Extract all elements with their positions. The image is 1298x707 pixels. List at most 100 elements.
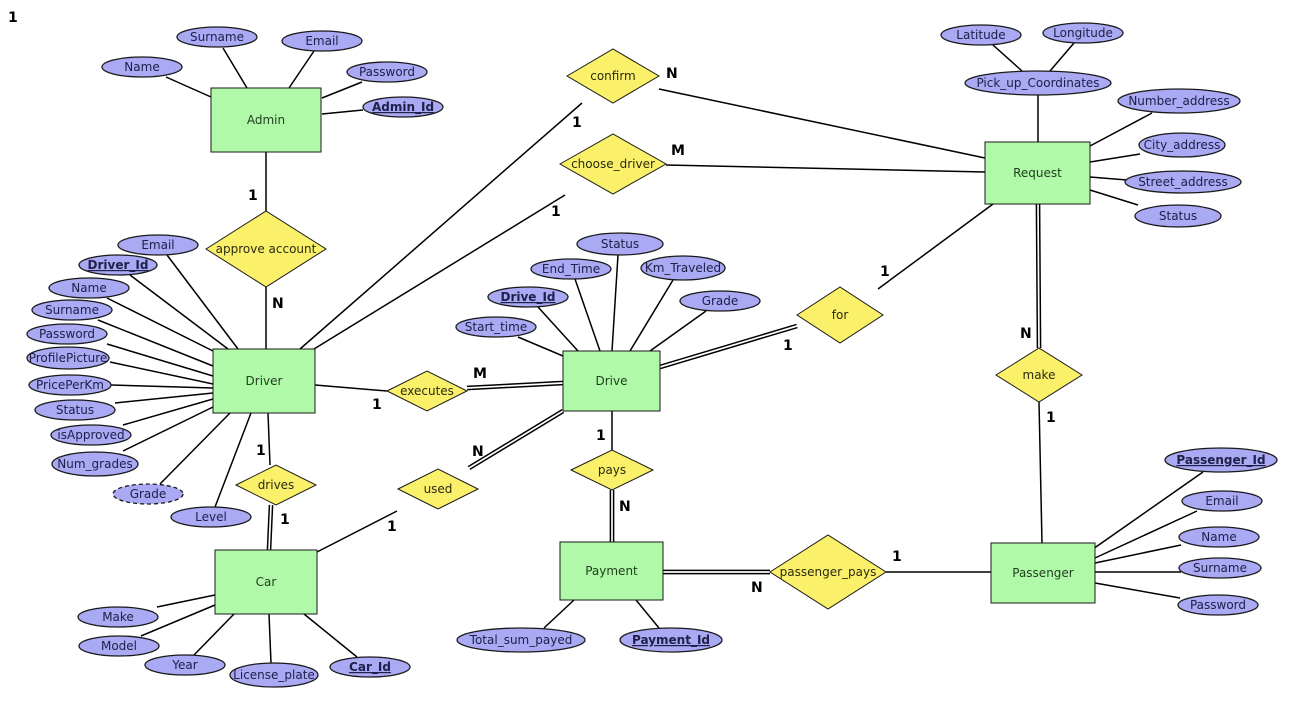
attribute-label: Level	[195, 510, 227, 524]
relationship-executes[interactable]: executes	[385, 370, 469, 412]
relationship-label: approve account	[216, 242, 317, 256]
cardinality-used-drive: N	[472, 444, 484, 460]
attribute-label: Surname	[190, 30, 244, 44]
attribute-r_street[interactable]: Street_address	[1124, 170, 1242, 194]
attribute-ps_password[interactable]: Password	[1177, 594, 1259, 616]
key-attribute-label: Driver_Id	[88, 258, 149, 273]
attribute-a_password[interactable]: Password	[346, 61, 428, 83]
attribute-label: Name	[1201, 530, 1236, 544]
attribute-a_email[interactable]: Email	[281, 30, 363, 52]
relationship-label: make	[1023, 368, 1056, 382]
link-drive-for	[659, 323, 798, 370]
attr-link-dr_grade	[649, 310, 707, 352]
attribute-d_price[interactable]: PricePerKm	[28, 374, 112, 396]
attribute-r_city[interactable]: City_address	[1138, 132, 1226, 158]
entity-drive[interactable]: Drive	[562, 350, 661, 412]
attr-link-r_street	[1089, 176, 1128, 181]
attribute-dr_km[interactable]: Km_Traveled	[640, 255, 726, 281]
attribute-d_level[interactable]: Level	[170, 506, 252, 528]
attribute-d_name[interactable]: Name	[48, 277, 130, 299]
cardinality-car-used: 1	[387, 519, 397, 535]
attribute-ps_name[interactable]: Name	[1178, 526, 1260, 548]
attribute-c_year[interactable]: Year	[144, 654, 226, 676]
attribute-a_id[interactable]: Admin_Id	[362, 96, 444, 118]
entity-label: Driver	[246, 374, 283, 388]
relationship-confirm[interactable]: confirm	[566, 48, 660, 104]
relationship-make[interactable]: make	[995, 347, 1083, 403]
relationship-choose[interactable]: choose_driver	[558, 133, 668, 195]
attribute-r_lon[interactable]: Longitude	[1042, 22, 1124, 44]
attribute-r_coord[interactable]: Pick_up_Coordinates	[964, 70, 1112, 96]
relationship-ppays[interactable]: passenger_pays	[769, 534, 887, 610]
entity-passenger[interactable]: Passenger	[990, 542, 1096, 604]
attribute-label: Surname	[1193, 561, 1247, 575]
attribute-dr_start[interactable]: Start_time	[455, 316, 537, 338]
entity-driver[interactable]: Driver	[212, 348, 316, 414]
attribute-d_surname[interactable]: Surname	[31, 299, 113, 321]
relationship-approve[interactable]: approve account	[205, 210, 327, 288]
attribute-label: Name	[124, 60, 159, 74]
attribute-d_pic[interactable]: ProfilePicture	[26, 346, 110, 370]
attribute-d_approved[interactable]: isApproved	[50, 424, 132, 446]
attribute-d_status[interactable]: Status	[34, 399, 116, 421]
attribute-dr_grade[interactable]: Grade	[679, 290, 761, 312]
relationship-for[interactable]: for	[796, 286, 884, 344]
attr-link-a_id	[321, 109, 364, 115]
attribute-a_surname[interactable]: Surname	[176, 26, 258, 48]
attribute-d_grade[interactable]: Grade	[112, 483, 184, 505]
link-driver-confirm	[299, 102, 583, 350]
entity-label: Car	[256, 575, 277, 589]
attribute-c_model[interactable]: Model	[78, 635, 160, 657]
attribute-dr_id[interactable]: Drive_Id	[487, 286, 569, 308]
attribute-label: Total_sum_payed	[469, 633, 573, 647]
attribute-d_email[interactable]: Email	[117, 234, 199, 256]
attribute-ps_surname[interactable]: Surname	[1178, 557, 1262, 579]
attr-link-ps_id	[1092, 471, 1204, 550]
relationship-drives[interactable]: drives	[234, 464, 318, 506]
attribute-dr_status[interactable]: Status	[576, 232, 664, 256]
attribute-ps_id[interactable]: Passenger_Id	[1164, 447, 1278, 473]
attr-link-c_model	[140, 604, 216, 637]
attribute-r_lat[interactable]: Latitude	[940, 24, 1022, 46]
attribute-dr_end[interactable]: End_Time	[530, 258, 612, 280]
attribute-label: Email	[141, 238, 174, 252]
attr-link-dr_start	[517, 336, 564, 357]
attribute-d_password[interactable]: Password	[26, 323, 108, 345]
attr-link-a_email	[288, 50, 315, 89]
attr-link-d_level	[214, 412, 252, 508]
attribute-c_plate[interactable]: License_plate	[229, 662, 319, 688]
attribute-c_id[interactable]: Car_Id	[329, 656, 411, 678]
attribute-label: Status	[601, 237, 639, 251]
attribute-p_id[interactable]: Payment_Id	[619, 627, 723, 653]
entity-request[interactable]: Request	[984, 141, 1091, 205]
attribute-label: Longitude	[1053, 26, 1113, 40]
attribute-label: Surname	[45, 303, 99, 317]
attribute-d_id[interactable]: Driver_Id	[78, 254, 158, 276]
cardinality-driver-drives: 1	[256, 443, 266, 459]
attribute-c_make[interactable]: Make	[77, 606, 159, 628]
attr-link-p_id	[635, 599, 660, 629]
attribute-r_status[interactable]: Status	[1134, 204, 1222, 228]
entity-car[interactable]: Car	[214, 549, 318, 615]
cardinality-ppays-passenger: 1	[892, 549, 902, 565]
attr-link-dr_status	[611, 254, 619, 352]
attribute-ps_email[interactable]: Email	[1181, 490, 1263, 512]
attribute-r_number[interactable]: Number_address	[1117, 88, 1241, 114]
entity-admin[interactable]: Admin	[210, 87, 322, 153]
attr-link-r_number	[1089, 112, 1153, 147]
relationship-label: confirm	[590, 69, 636, 83]
relationship-used[interactable]: used	[396, 468, 480, 510]
attribute-label: Latitude	[956, 28, 1005, 42]
attribute-p_total[interactable]: Total_sum_payed	[456, 627, 586, 653]
attr-link-d_price	[110, 384, 214, 389]
attribute-d_numgrades[interactable]: Num_grades	[51, 451, 139, 477]
link-request-make	[1035, 203, 1042, 349]
relationship-label: executes	[400, 384, 454, 398]
link-driver-drives	[267, 412, 271, 466]
attr-link-a_name	[165, 76, 212, 98]
relationship-label: drives	[258, 478, 295, 492]
attr-link-ps_name	[1094, 544, 1182, 564]
attribute-a_name[interactable]: Name	[101, 56, 183, 78]
entity-payment[interactable]: Payment	[559, 541, 664, 601]
relationship-pays[interactable]: pays	[569, 449, 655, 491]
